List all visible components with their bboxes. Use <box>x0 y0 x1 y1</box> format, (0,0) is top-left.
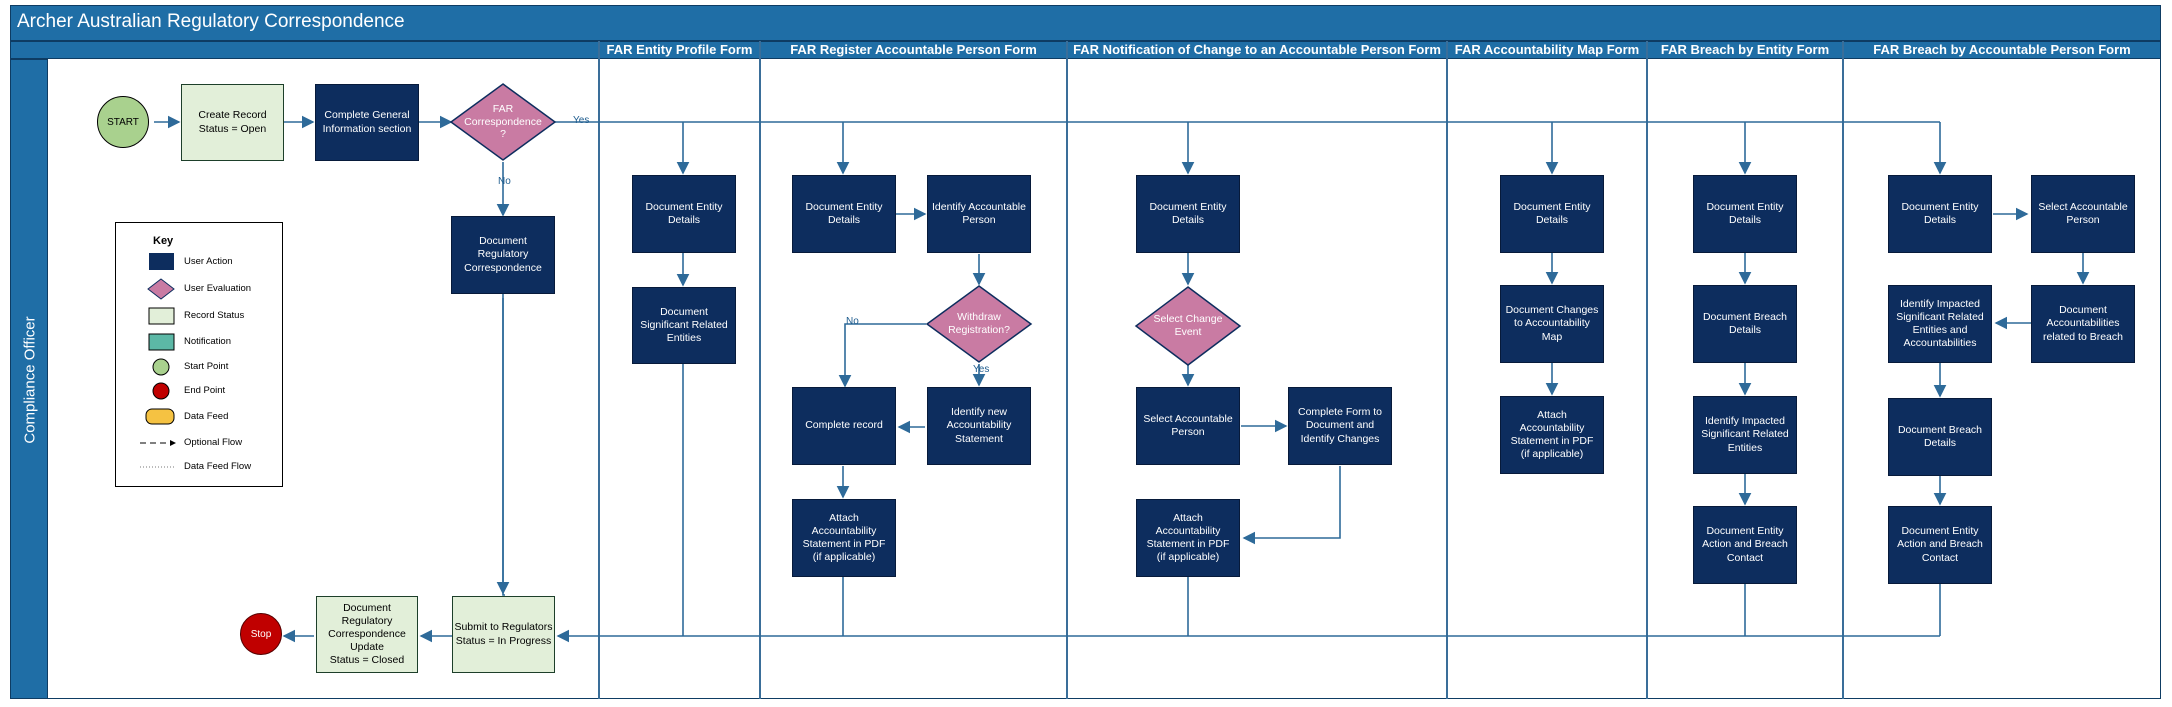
legend-item: Notification <box>184 336 231 347</box>
create-record-node: Create Record Status = Open <box>181 84 284 161</box>
column-divider <box>1646 41 1648 699</box>
breach-entity-details-node: Document Entity Details <box>1693 175 1797 253</box>
column-header: FAR Breach by Accountable Person Form <box>1873 42 2131 57</box>
register-new-statement-node: Identify new Accountability Statement <box>927 387 1031 465</box>
person-breach-impacted-node: Identify Impacted Significant Related En… <box>1888 285 1992 363</box>
column-header: FAR Breach by Entity Form <box>1660 42 1830 57</box>
column-header: FAR Accountability Map Form <box>1454 42 1640 57</box>
column-header: FAR Notification of Change to an Account… <box>1073 42 1441 57</box>
data-feed-icon <box>145 408 175 425</box>
column-divider <box>759 41 761 699</box>
map-changes-node: Document Changes to Accountability Map <box>1500 285 1604 363</box>
document-regulatory-node: Document Regulatory Correspondence <box>451 216 555 294</box>
change-complete-form-node: Complete Form to Document and Identify C… <box>1288 387 1392 465</box>
map-entity-details-node: Document Entity Details <box>1500 175 1604 253</box>
column-divider <box>598 41 600 699</box>
legend-key: Key User Action User Evaluation Record S… <box>115 222 283 487</box>
column-divider <box>1446 41 1448 699</box>
breach-details-node: Document Breach Details <box>1693 285 1797 363</box>
change-select-person-node: Select Accountable Person <box>1136 387 1240 465</box>
yes-label: Yes <box>573 115 590 126</box>
person-breach-entity-node: Document Entity Details <box>1888 175 1992 253</box>
change-event-label: Select Change Event <box>1153 313 1223 338</box>
diagram-title-bar: Archer Australian Regulatory Corresponde… <box>10 5 2161 41</box>
entity-profile-details-node: Document Entity Details <box>632 175 736 253</box>
legend-item: User Evaluation <box>184 283 252 294</box>
start-point-icon <box>152 358 170 376</box>
legend-item: Data Feed Flow <box>184 461 252 472</box>
register-attach-node: Attach Accountability Statement in PDF (… <box>792 499 896 577</box>
far-decision-label: FAR Correspondence ? <box>464 103 542 141</box>
legend-item: End Point <box>184 385 226 396</box>
column-header: FAR Register Accountable Person Form <box>790 42 1037 57</box>
column-divider <box>1066 41 1068 699</box>
diagram-title: Archer Australian Regulatory Corresponde… <box>17 11 405 32</box>
far-correspondence-decision <box>449 83 557 161</box>
notification-icon <box>148 333 175 351</box>
breach-action-node: Document Entity Action and Breach Contac… <box>1693 506 1797 584</box>
column-divider <box>1842 41 1844 699</box>
change-entity-details-node: Document Entity Details <box>1136 175 1240 253</box>
legend-title: Key <box>153 235 174 247</box>
change-attach-node: Attach Accountability Statement in PDF (… <box>1136 499 1240 577</box>
legend-item: Record Status <box>184 310 245 321</box>
submit-regulators-node: Submit to Regulators Status = In Progres… <box>452 596 555 673</box>
person-breach-details-node: Document Breach Details <box>1888 398 1992 476</box>
column-header: FAR Entity Profile Form <box>606 42 753 57</box>
withdraw-decision <box>925 285 1033 363</box>
person-breach-action-node: Document Entity Action and Breach Contac… <box>1888 506 1992 584</box>
legend-item: Data Feed <box>184 411 229 422</box>
record-status-icon <box>148 307 175 325</box>
document-update-node: Document Regulatory Correspondence Updat… <box>316 596 418 673</box>
entity-profile-related-node: Document Significant Related Entities <box>632 287 736 364</box>
person-breach-accountabilities-node: Document Accountabilities related to Bre… <box>2031 285 2135 363</box>
user-evaluation-icon <box>147 278 175 300</box>
person-breach-select-node: Select Accountable Person <box>2031 175 2135 253</box>
legend-symbols <box>140 253 176 468</box>
legend-item: Start Point <box>184 361 229 372</box>
register-complete-node: Complete record <box>792 387 896 465</box>
register-entity-details-node: Document Entity Details <box>792 175 896 253</box>
yes-label: Yes <box>973 364 990 375</box>
user-action-icon <box>149 253 174 270</box>
register-identify-person-node: Identify Accountable Person <box>927 175 1031 253</box>
breach-impacted-node: Identify Impacted Significant Related En… <box>1693 396 1797 474</box>
end-point-icon <box>152 382 170 400</box>
change-event-decision <box>1134 286 1242 366</box>
start-point: START <box>97 96 149 148</box>
withdraw-decision-label: Withdraw Registration? <box>948 311 1010 336</box>
legend-item: User Action <box>184 256 233 267</box>
no-label: No <box>846 316 859 327</box>
map-attach-node: Attach Accountability Statement in PDF (… <box>1500 396 1604 474</box>
swimlane-label: Compliance Officer <box>10 59 48 699</box>
complete-general-node: Complete General Information section <box>315 84 419 161</box>
no-label: No <box>498 176 511 187</box>
stop-point: Stop <box>240 613 282 655</box>
legend-item: Optional Flow <box>184 437 243 448</box>
